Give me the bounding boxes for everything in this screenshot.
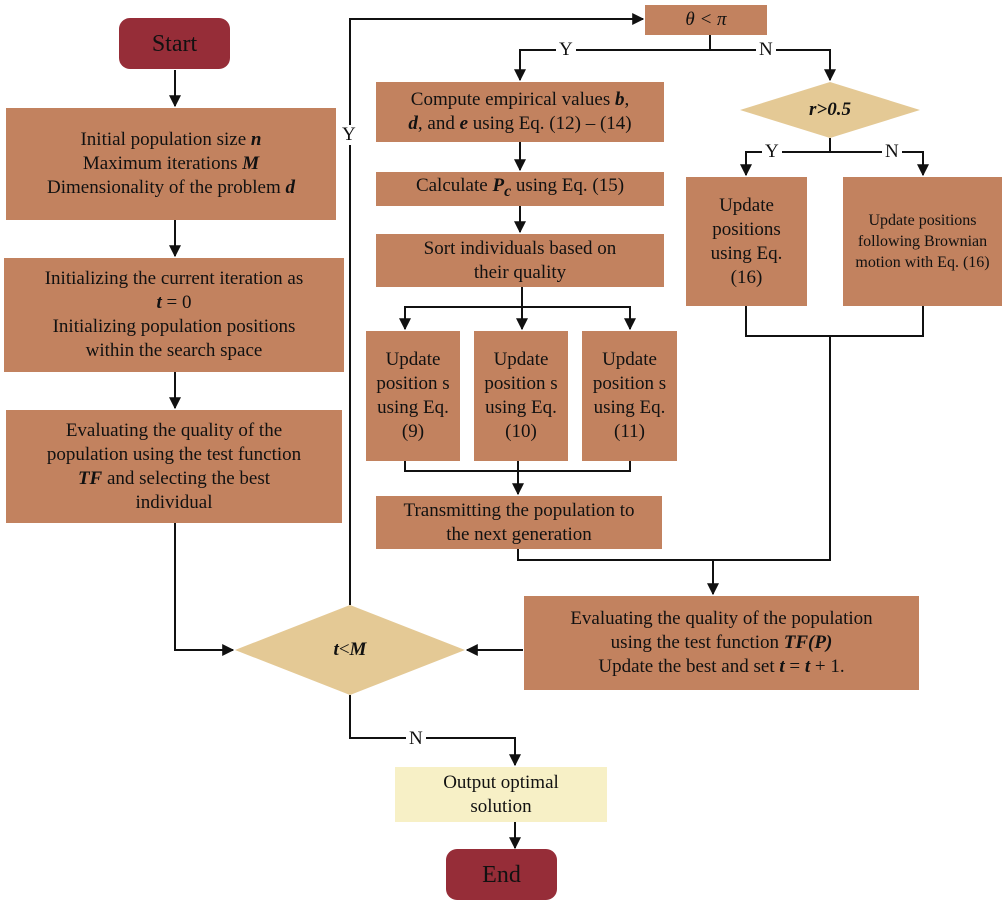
loop-no-label: N <box>406 729 426 749</box>
var-TFP: TF(P) <box>783 632 833 653</box>
update-eq16-label: Update positions using Eq. (16) <box>710 194 783 288</box>
r-decision-label: r>0.5 <box>770 96 890 124</box>
r-split <box>740 138 831 177</box>
theta-label: θ < π <box>685 9 727 30</box>
pc-suffix: using Eq. (15) <box>511 175 625 197</box>
eval-init-line3: and selecting the best <box>102 467 271 489</box>
eval-loop-plus: + 1. <box>810 656 845 677</box>
init-params-box: Initial population size n Maximum iterat… <box>6 108 336 220</box>
var-t-right: t <box>804 656 811 677</box>
var-e: e <box>459 113 469 134</box>
update-eq10-box: Update position s using Eq. (10) <box>474 331 568 461</box>
sort-label: Sort individuals based on their quality <box>423 237 617 283</box>
transmit-box: Transmitting the population to the next … <box>376 496 662 549</box>
start-label: Start <box>151 30 198 57</box>
end-terminal: End <box>446 849 557 900</box>
output-label: Output optimal solution <box>443 771 559 817</box>
loop-var-t: t <box>333 639 339 660</box>
eval-init-line2: population using the test function <box>46 443 302 465</box>
eval-loop-line1: Evaluating the quality of the population <box>570 608 873 629</box>
brownian-label: Update positions following Brownian moti… <box>855 212 990 271</box>
var-d: d <box>285 177 296 198</box>
init-params-line1: Initial population size <box>80 129 247 150</box>
update-eq16-box: Update positions using Eq. (16) <box>686 177 807 306</box>
sort-box: Sort individuals based on their quality <box>376 234 664 287</box>
loop-op: < <box>338 639 350 660</box>
sort-split <box>399 287 523 331</box>
pc-prefix: Calculate <box>415 175 493 197</box>
r-yes-label: Y <box>762 142 782 162</box>
output-box: Output optimal solution <box>395 767 607 822</box>
update-eq9-label: Update position s using Eq. (9) <box>376 349 450 442</box>
var-c-sub: c <box>504 182 512 200</box>
init-iter-line1: Initializing the current iteration as <box>44 268 304 289</box>
eval-loop-eq: = <box>784 656 805 677</box>
var-n: n <box>250 129 262 150</box>
init-params-line3: Dimensionality of the problem <box>46 177 281 198</box>
var-t-left: t <box>779 656 785 677</box>
right-merge <box>745 306 924 337</box>
loop-yes-arrow <box>349 13 645 605</box>
init-params-line2: Maximum iterations <box>82 153 238 174</box>
var-TF: TF <box>77 467 103 489</box>
eval-to-loop-arrow <box>174 523 235 656</box>
evaluate-initial-box: Evaluating the quality of the population… <box>6 410 342 523</box>
var-M: M <box>242 153 260 174</box>
theta-no-arrow <box>710 49 836 82</box>
empirical-values-box: Compute empirical values b, d, and e usi… <box>376 82 664 142</box>
update-eq11-label: Update position s using Eq. (11) <box>592 349 667 442</box>
loop-var-M: M <box>349 639 367 660</box>
loop-decision-diamond <box>235 605 465 695</box>
init-iteration-box: Initializing the current iteration as t … <box>4 258 344 372</box>
r-decision-diamond <box>740 82 920 138</box>
eval-init-line4: individual <box>135 491 213 513</box>
calculate-pc-box: Calculate Pc using Eq. (15) <box>376 172 664 206</box>
theta-no-label: N <box>756 40 776 60</box>
end-label: End <box>482 861 521 888</box>
transmit-label: Transmitting the population to the next … <box>403 499 635 545</box>
var-b: b <box>614 89 625 110</box>
theta-split <box>514 35 711 82</box>
empirical-line1: Compute empirical values <box>410 89 615 110</box>
loop-yes-label: Y <box>339 125 359 145</box>
loop-decision-label: t<M <box>290 636 410 664</box>
update-eq10-label: Update position s using Eq. (10) <box>484 349 558 442</box>
theta-decision-box: θ < π <box>645 5 767 35</box>
theta-yes-label: Y <box>556 40 576 60</box>
right-merge-down <box>517 336 831 561</box>
empirical-comma: , <box>624 89 630 110</box>
r-no-arrow <box>830 151 929 177</box>
update-eq11-box: Update position s using Eq. (11) <box>582 331 677 461</box>
init-iter-line4: within the search space <box>85 340 263 361</box>
start-terminal: Start <box>119 18 230 69</box>
var-P: P <box>492 175 505 197</box>
evaluate-loop-box: Evaluating the quality of the population… <box>524 596 919 690</box>
var-d2: d <box>408 113 418 134</box>
eval-loop-line3: Update the best and set <box>598 656 780 677</box>
init-iter-line3: Initializing population positions <box>52 316 296 337</box>
update-eq9-box: Update position s using Eq. (9) <box>366 331 460 461</box>
eval-init-line1: Evaluating the quality of the <box>65 419 283 441</box>
r-decision-text: r>0.5 <box>809 99 851 120</box>
loop-no-arrow <box>349 695 521 767</box>
var-t: t <box>156 292 162 313</box>
r-no-label: N <box>882 142 902 162</box>
empirical-and: , and <box>417 113 460 134</box>
sort-right-arrow <box>522 306 636 331</box>
init-iter-line2: = 0 <box>161 292 192 313</box>
empirical-line2: using Eq. (12) – (14) <box>468 113 632 134</box>
eval-loop-line2: using the test function <box>610 632 784 653</box>
brownian-box: Update positions following Brownian moti… <box>843 177 1002 306</box>
